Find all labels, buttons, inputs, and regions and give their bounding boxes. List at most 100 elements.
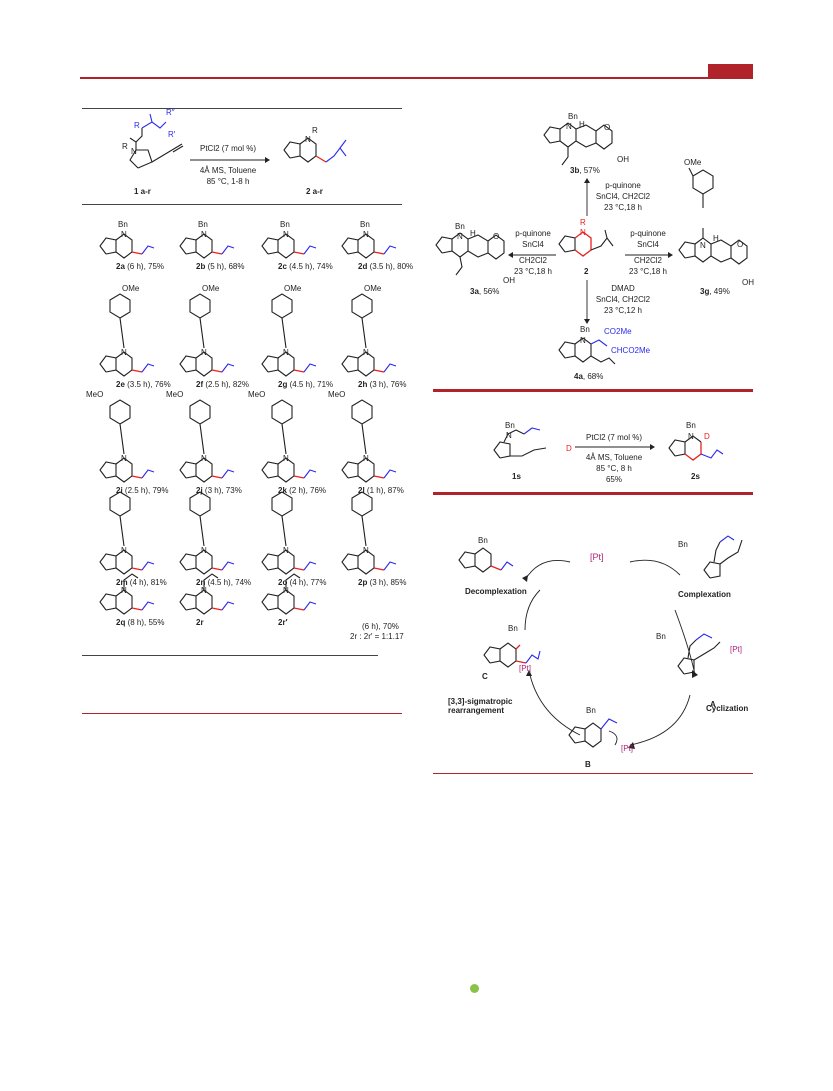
product-caption: 2r: [196, 618, 204, 627]
product-caption: 2k (2 h), 76%: [278, 486, 327, 495]
product-caption: 2d (3.5 h), 80%: [358, 262, 414, 271]
p3b-h: H: [579, 120, 585, 129]
int-c-pt: [Pt]: [519, 664, 532, 673]
product-caption: 2p (3 h), 85%: [358, 578, 407, 587]
p3b-label: 3b, 57%: [570, 166, 600, 175]
p4a-bn: Bn: [580, 325, 590, 334]
product-n-label: N: [363, 230, 369, 239]
center-r: R: [580, 218, 586, 227]
catalytic-cycle: [522, 559, 698, 749]
p1s-d: D: [566, 444, 572, 453]
p3g-anisyl-ring: [688, 167, 714, 208]
p3a-bn: Bn: [455, 222, 465, 231]
header-badge: [708, 64, 753, 78]
left-end-rule: [82, 713, 402, 714]
product-2n-structure: [179, 491, 235, 575]
product-methoxy-label: OMe: [284, 284, 302, 293]
product-caption: 2i (2.5 h), 79%: [116, 486, 169, 495]
mech-reactant-structure: [703, 535, 743, 579]
p3g-label: 3g, 49%: [700, 287, 730, 296]
product-caption: 2c (4.5 h), 74%: [278, 262, 333, 271]
p3a-oh: OH: [503, 276, 515, 285]
product-3b-structure: [543, 122, 613, 166]
product-n-label: N: [121, 586, 127, 595]
center-2-structure: [558, 229, 614, 257]
p3a-h: H: [470, 229, 476, 238]
product-caption: 2r′: [278, 618, 288, 627]
product-caption: 2a (6 h), 75%: [116, 262, 165, 271]
int-c-bn: Bn: [508, 624, 518, 633]
product-n-label: N: [201, 586, 207, 595]
product-n-label: N: [201, 230, 207, 239]
product-2g-structure: [261, 293, 317, 377]
p4a-label: 4a, 68%: [574, 372, 604, 381]
intermediate-c-structure: [483, 642, 541, 668]
product-2f-structure: [179, 293, 235, 377]
reactant-n: N: [131, 147, 137, 156]
arrow-1s-2s: [575, 444, 655, 450]
p1s-label: 1s: [512, 472, 521, 481]
reactant-1s-structure: [493, 427, 547, 459]
product-methoxy-label: MeO: [248, 390, 266, 399]
product-caption: 2b (5 h), 68%: [196, 262, 245, 271]
p3g-o: O: [737, 240, 744, 249]
product-2e-structure: [99, 293, 155, 377]
reactant-rpp: R″: [166, 108, 175, 117]
product-2o-structure: [261, 491, 317, 575]
reactant-rp: R′: [168, 130, 176, 139]
product-n-label: N: [363, 546, 369, 555]
product-caption: 2o (4 h), 77%: [278, 578, 327, 587]
product-n-label: N: [283, 454, 289, 463]
product-bn-label: Bn: [360, 220, 370, 229]
product-n-label: N: [283, 348, 289, 357]
mech-product-bn: Bn: [478, 536, 488, 545]
center-n: N: [580, 228, 586, 237]
int-a-pt: [Pt]: [730, 645, 743, 654]
p3g-h: H: [713, 234, 719, 243]
product-2k-structure: [261, 399, 317, 483]
arrow-to-4a: [584, 280, 590, 324]
p2s-d: D: [704, 432, 710, 441]
int-b-pt: [Pt]: [621, 744, 634, 753]
product-caption: 2l (1 h), 87%: [358, 486, 404, 495]
header-rule: [80, 77, 753, 79]
product-2p-structure: [341, 491, 397, 575]
product-2r′-structure: [261, 573, 317, 615]
product-n-label: N: [201, 546, 207, 555]
reactant-r-n: R: [122, 142, 128, 151]
product-2m-structure: [99, 491, 155, 575]
center-label: 2: [584, 267, 589, 276]
int-c-label: C: [482, 672, 488, 681]
left-bottom-rule: [82, 655, 378, 656]
mech-product-structure: [458, 547, 514, 573]
product-n-label: N: [363, 454, 369, 463]
int-a-bn: Bn: [656, 632, 666, 641]
step-cyclization: Cyclization: [706, 704, 749, 713]
product-2a-structure: [99, 233, 155, 259]
right-bottom-rule: [433, 773, 753, 774]
product-n-label: N: [121, 454, 127, 463]
ratio-note-2: 2r : 2r′ = 1:1.17: [350, 632, 404, 641]
intermediate-a-structure: [677, 633, 721, 675]
reactant-r-blue: R: [134, 121, 140, 130]
product-n-label: N: [283, 586, 289, 595]
product-2b-structure: [179, 233, 235, 259]
p3a-label: 3a, 56%: [470, 287, 500, 296]
int-b-label: B: [585, 760, 591, 769]
product-4a-structure: [558, 337, 616, 365]
reactant-label: 1 a-r: [134, 187, 151, 196]
p3b-bn: Bn: [568, 112, 578, 121]
product-methoxy-label: OMe: [202, 284, 220, 293]
product-bn-label: Bn: [118, 220, 128, 229]
step-complexation: Complexation: [678, 590, 731, 599]
ratio-note-1: (6 h), 70%: [362, 622, 399, 631]
right-top-rule: [433, 389, 753, 392]
step-rearrangement-2: rearrangement: [448, 706, 505, 715]
product-2r-structure: [179, 573, 235, 615]
product-methoxy-label: MeO: [166, 390, 184, 399]
product-bn-label: Bn: [280, 220, 290, 229]
product-n-label: N: [283, 546, 289, 555]
